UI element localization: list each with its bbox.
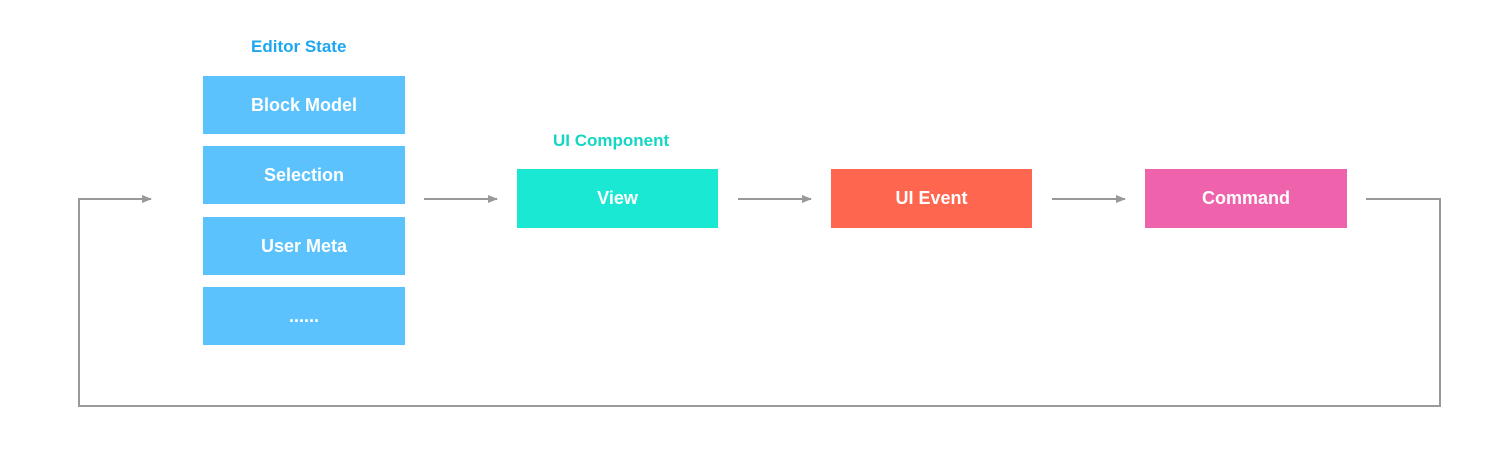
ui-event-box: UI Event [831,169,1032,228]
view-box: View [517,169,718,228]
block-model-box: Block Model [203,76,405,134]
more-items-box: ...... [203,287,405,345]
user-meta-box: User Meta [203,217,405,275]
editor-state-title: Editor State [251,37,347,56]
ui-component-title: UI Component [553,131,670,150]
feedback-loop-arrow [78,195,1441,407]
command-box: Command [1145,169,1347,228]
selection-box: Selection [203,146,405,204]
